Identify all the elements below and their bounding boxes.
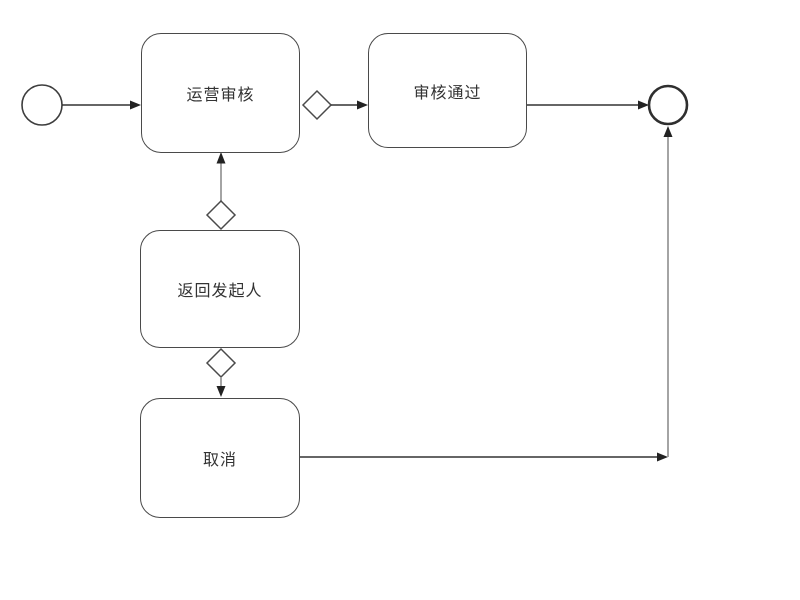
arrowhead-down-icon xyxy=(216,386,226,397)
edge-review-passed-to-end[interactable] xyxy=(527,100,649,110)
arrowhead-right-icon xyxy=(638,100,649,110)
task-label: 审核通过 xyxy=(413,84,482,102)
edge-return-initiator-to-operation-review[interactable] xyxy=(216,152,226,201)
edge-cancel-to-end[interactable] xyxy=(300,126,673,462)
task-review-passed[interactable]: 审核通过 xyxy=(368,33,527,148)
task-label: 运营审核 xyxy=(186,87,255,104)
edge-gateway-to-review-passed[interactable] xyxy=(331,100,368,110)
task-operation-review[interactable]: 运营审核 xyxy=(141,33,300,153)
gateway-bottom-node[interactable] xyxy=(205,347,237,379)
task-label: 返回发起人 xyxy=(177,283,263,300)
edge-return-initiator-to-cancel[interactable] xyxy=(216,377,226,397)
task-return-initiator[interactable]: 返回发起人 xyxy=(140,230,300,348)
end-event-node[interactable] xyxy=(647,84,689,126)
arrowhead-right-icon xyxy=(657,452,668,462)
arrowhead-right-icon xyxy=(130,100,141,110)
arrowhead-right-icon xyxy=(357,100,368,110)
arrowhead-up-icon xyxy=(663,126,673,137)
gateway-middle-node[interactable] xyxy=(205,199,237,231)
start-event-node[interactable] xyxy=(21,84,63,126)
arrowhead-up-icon xyxy=(216,152,226,164)
edge-start-to-operation-review[interactable] xyxy=(62,100,141,110)
task-cancel[interactable]: 取消 xyxy=(140,398,300,518)
task-label: 取消 xyxy=(202,452,237,469)
gateway-top-node[interactable] xyxy=(301,89,333,121)
